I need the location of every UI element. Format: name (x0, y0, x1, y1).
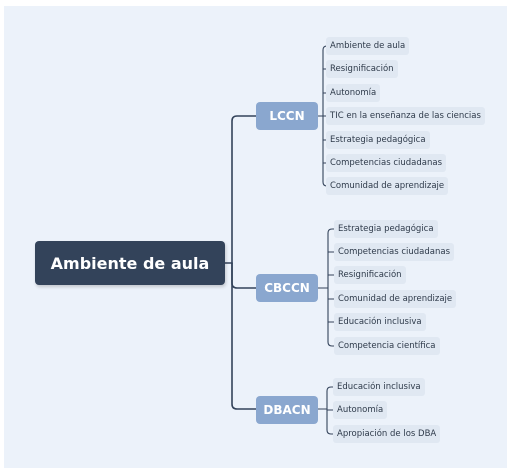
branch-node-lccn: LCCN (256, 102, 318, 130)
leaf-node: Competencias ciudadanas (334, 243, 455, 261)
connector-root-dbacn (231, 262, 257, 410)
leaf-node: Estrategia pedagógica (334, 220, 438, 238)
connector-root-lccn (231, 115, 257, 264)
branch-node-dbacn: DBACN (256, 396, 318, 424)
leaf-node: Autonomía (326, 84, 381, 102)
leaf-node: Educación inclusiva (334, 313, 426, 331)
connector-dbacn-spine (317, 390, 328, 431)
leaf-node: Comunidad de aprendizaje (334, 290, 457, 308)
leaf-node: Ambiente de aula (326, 37, 410, 55)
root-node: Ambiente de aula (35, 241, 225, 285)
leaf-node: Autonomía (333, 401, 388, 419)
leaf-node: Competencia científica (334, 337, 440, 355)
leaf-node: Educación inclusiva (333, 378, 425, 396)
leaf-node: Resignificación (334, 266, 406, 284)
leaf-node: Resignificación (326, 60, 398, 78)
leaf-node: Apropiación de los DBA (333, 425, 441, 443)
connector-cbccn-spine (317, 232, 329, 343)
leaf-node: TIC en la enseñanza de las ciencias (326, 107, 485, 125)
leaf-node: Estrategia pedagógica (326, 131, 430, 149)
connector-root-cbccn (231, 262, 257, 289)
connector-lccn-spine (317, 49, 324, 183)
leaf-node: Comunidad de aprendizaje (326, 177, 449, 195)
leaf-node: Competencias ciudadanas (326, 154, 447, 172)
branch-node-cbccn: CBCCN (256, 274, 318, 302)
